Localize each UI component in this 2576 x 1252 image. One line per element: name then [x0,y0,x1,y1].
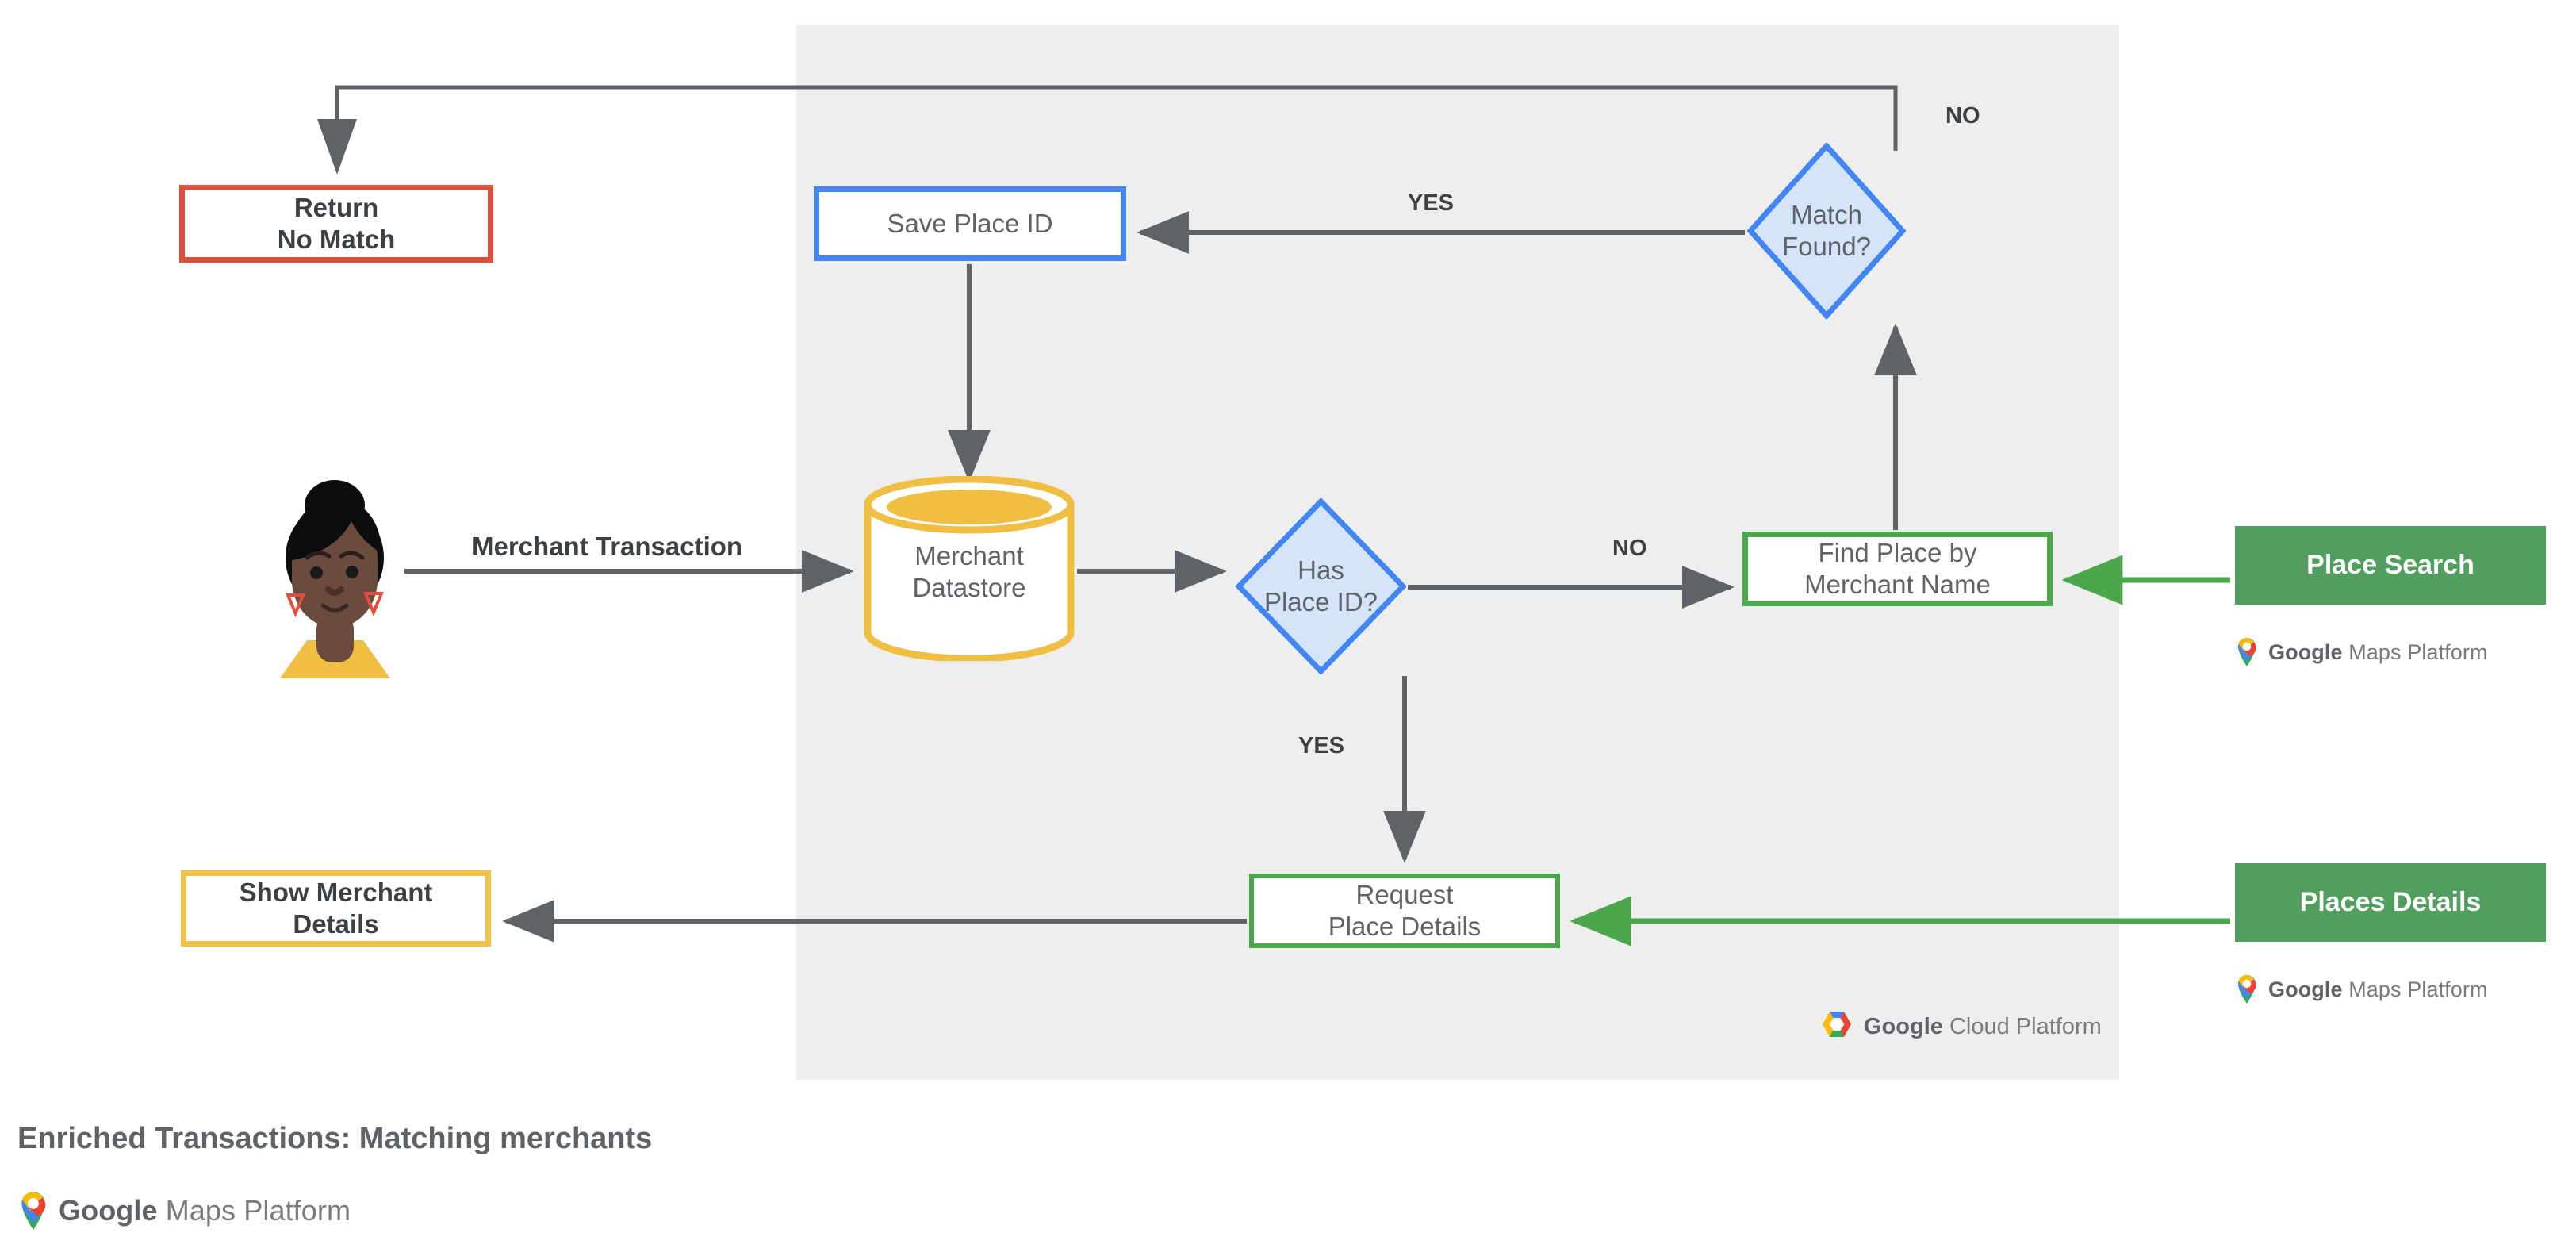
node-match-found[interactable]: Match Found? [1746,141,1907,321]
gmp-word-maps-platform: Maps Platform [2348,977,2488,1001]
gmp-word-maps-platform: Maps Platform [2348,640,2488,664]
node-request-place-details-label: Request Place Details [1328,879,1482,941]
google-maps-pin-icon [17,1188,49,1234]
google-maps-platform-wordmark: Google Maps Platform [2268,640,2488,665]
google-cloud-hexagon-icon [1820,1009,1853,1045]
gmp-word-maps-platform: Maps Platform [165,1194,351,1227]
google-maps-pin-icon [2235,635,2259,670]
edge-label-merchant-transaction: Merchant Transaction [472,532,743,561]
gcp-word-cloud-platform: Cloud Platform [1949,1014,2102,1039]
gmp-word-google: Google [59,1194,158,1227]
node-place-search[interactable]: Place Search [2235,526,2546,605]
google-maps-pin-icon [2235,972,2259,1008]
gmp-word-google: Google [2268,977,2343,1001]
node-show-merchant-details[interactable]: Show Merchant Details [181,870,491,947]
user-avatar-icon [266,464,404,678]
google-cloud-platform-wordmark: Google Cloud Platform [1864,1014,2102,1040]
google-maps-platform-wordmark: Google Maps Platform [2268,977,2488,1002]
google-maps-platform-lockup-places-details: Google Maps Platform [2235,972,2488,1008]
google-maps-platform-lockup-footer: Google Maps Platform [17,1188,351,1234]
node-save-place-id-label: Save Place ID [887,208,1053,238]
edge-label-no-has-place-id: NO [1612,536,1647,561]
node-request-place-details[interactable]: Request Place Details [1249,874,1560,948]
node-places-details-label: Places Details [2299,887,2482,917]
node-places-details[interactable]: Places Details [2235,863,2546,942]
gcp-word-google: Google [1864,1014,1943,1039]
diamond-shape [1746,141,1907,321]
google-cloud-platform-lockup: Google Cloud Platform [1820,1009,2102,1045]
node-return-no-match[interactable]: Return No Match [179,185,493,263]
diamond-shape [1235,497,1407,676]
edge-label-yes-match-found: YES [1408,190,1455,216]
google-maps-platform-wordmark: Google Maps Platform [59,1194,351,1227]
cylinder-shape [864,475,1075,662]
node-return-no-match-label: Return No Match [277,192,396,254]
node-find-place-by-merchant-name[interactable]: Find Place by Merchant Name [1742,532,2053,606]
node-has-place-id[interactable]: Has Place ID? [1235,497,1407,676]
gmp-word-google: Google [2268,640,2343,664]
edge-label-no-match-found: NO [1945,103,1980,129]
google-maps-platform-lockup-place-search: Google Maps Platform [2235,635,2488,670]
edge-label-yes-has-place-id: YES [1298,733,1345,758]
node-merchant-datastore[interactable]: Merchant Datastore [863,475,1075,662]
node-place-search-label: Place Search [2306,550,2474,580]
diagram-caption: Enriched Transactions: Matching merchant… [17,1122,653,1155]
node-find-place-by-merchant-name-label: Find Place by Merchant Name [1804,537,1991,599]
node-save-place-id[interactable]: Save Place ID [814,186,1126,261]
node-show-merchant-details-label: Show Merchant Details [239,877,433,939]
